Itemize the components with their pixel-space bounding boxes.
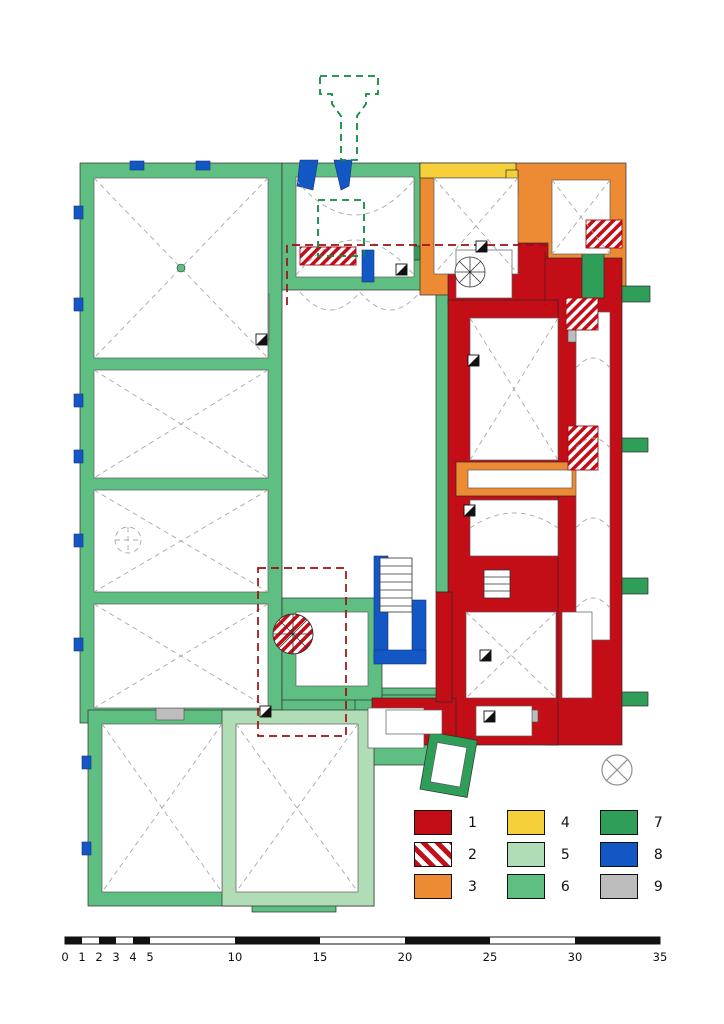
scale-tick-label: 2 xyxy=(95,950,102,964)
legend-label-6: 6 xyxy=(560,878,570,895)
spiral-stair-bottom xyxy=(272,613,314,655)
legend-item-9: 9 xyxy=(599,874,663,899)
legend-swatch-8 xyxy=(599,842,638,867)
section-markers xyxy=(255,240,496,723)
legend-column-1: 1 2 3 xyxy=(414,810,477,899)
legend-item-3: 3 xyxy=(414,874,477,899)
scale-tick-label: 25 xyxy=(483,950,498,964)
spiral-stair-top xyxy=(454,256,486,288)
scale-tick-label: 5 xyxy=(146,950,153,964)
legend-label-4: 4 xyxy=(560,814,570,831)
scale-tick-label: 15 xyxy=(313,950,328,964)
dashed-red-outlines xyxy=(257,244,546,737)
legend-column-2: 4 5 6 xyxy=(506,810,570,899)
legend-item-8: 8 xyxy=(599,842,663,867)
scale-tick-label: 1 xyxy=(78,950,85,964)
scale-tick-label: 4 xyxy=(129,950,136,964)
hatch-areas xyxy=(299,219,623,471)
legend-swatch-2 xyxy=(414,842,452,867)
scale-tick-label: 10 xyxy=(228,950,243,964)
dashed-green-portal xyxy=(317,75,379,257)
legend-swatch-6 xyxy=(506,874,545,899)
legend-item-2: 2 xyxy=(414,842,477,867)
vault-lines xyxy=(93,177,611,893)
legend-swatch-1 xyxy=(414,810,452,835)
legend-swatch-9 xyxy=(599,874,638,899)
legend-item-6: 6 xyxy=(506,874,570,899)
scale-tick-label: 30 xyxy=(568,950,583,964)
legend-item-5: 5 xyxy=(506,842,570,867)
legend-swatch-4 xyxy=(506,810,545,835)
legend-swatch-5 xyxy=(506,842,545,867)
scale-tick-label: 20 xyxy=(398,950,413,964)
cistern-structure xyxy=(419,731,478,798)
legend-label-3: 3 xyxy=(468,878,477,895)
scale-tick-label: 35 xyxy=(653,950,668,964)
scale-tick-label: 3 xyxy=(112,950,119,964)
legend-label-8: 8 xyxy=(653,846,663,863)
legend-column-3: 7 8 9 xyxy=(599,810,663,899)
legend-label-2: 2 xyxy=(468,846,477,863)
legend-label-5: 5 xyxy=(560,846,570,863)
north-symbol xyxy=(601,754,633,786)
legend-item-7: 7 xyxy=(599,810,663,835)
legend-item-1: 1 xyxy=(414,810,477,835)
legend: 1 2 3 4 5 6 7 8 xyxy=(414,810,663,899)
legend-item-4: 4 xyxy=(506,810,570,835)
legend-swatch-3 xyxy=(414,874,452,899)
column-base xyxy=(176,263,186,273)
scale-tick-label: 0 xyxy=(61,950,68,964)
legend-swatch-7 xyxy=(599,810,638,835)
walls-blue xyxy=(73,159,427,856)
stairs xyxy=(272,256,511,655)
legend-label-9: 9 xyxy=(653,878,663,895)
scale-bar: 0 1 2 3 4 5 10 15 20 25 30 35 xyxy=(61,936,668,964)
legend-label-7: 7 xyxy=(653,814,663,831)
legend-label-1: 1 xyxy=(468,814,477,831)
